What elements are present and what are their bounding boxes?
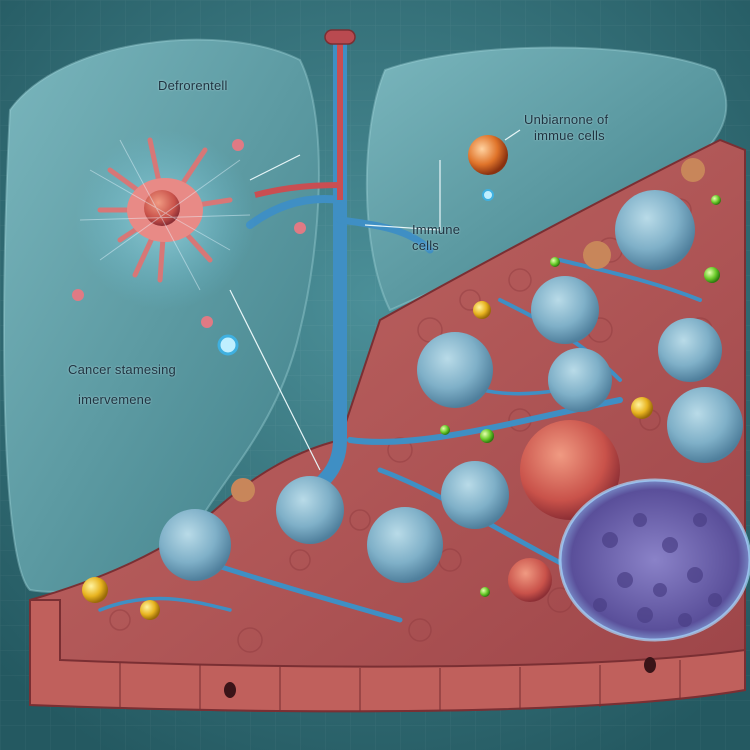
- green-particle: [704, 267, 720, 283]
- yellow-particle: [473, 301, 491, 319]
- small-pink-dot: [72, 289, 84, 301]
- yellow-particle: [140, 600, 160, 620]
- immune-cell: [159, 509, 231, 581]
- immune-cell: [658, 318, 722, 382]
- small-pink-dot: [201, 316, 213, 328]
- green-particle: [711, 195, 721, 205]
- tumor-mass: [558, 478, 750, 642]
- brown-particle: [583, 241, 611, 269]
- immune-cell: [667, 387, 743, 463]
- yellow-particle: [82, 577, 108, 603]
- label-immune-line1: Immune: [412, 222, 461, 237]
- capsule-pore: [644, 657, 656, 673]
- immune-cell: [276, 476, 344, 544]
- tissue-capsule-band: [29, 599, 746, 713]
- immune-cells: [159, 190, 743, 583]
- immune-cell: [531, 276, 599, 344]
- immune-cell: [367, 507, 443, 583]
- label-right-line2: immue cells: [534, 128, 605, 143]
- immune-cell: [441, 461, 509, 529]
- immune-cell: [417, 332, 493, 408]
- label-immune-line2: cells: [412, 238, 440, 253]
- label-top: Defrorentell: [158, 78, 228, 93]
- label-left-line1: Cancer stamesing: [68, 362, 176, 377]
- immune-cell: [615, 190, 695, 270]
- dendritic-cell: [75, 130, 255, 310]
- cancer-cell: [520, 420, 620, 520]
- hepatic-artery: [254, 182, 341, 198]
- green-particle: [480, 429, 494, 443]
- label-right-line1: Unbiarnone of: [524, 112, 609, 127]
- orange-particle: [468, 135, 508, 175]
- yellow-particle: [631, 397, 653, 419]
- brown-particle: [681, 158, 705, 182]
- cancer-cell-small: [508, 558, 552, 602]
- small-pink-dot: [232, 139, 244, 151]
- green-particle: [480, 587, 490, 597]
- capsule-pore: [224, 682, 236, 698]
- leader-lines: [229, 129, 521, 471]
- brown-particle: [231, 478, 255, 502]
- label-left-line2: imervemene: [78, 392, 152, 407]
- small-pink-dot: [294, 222, 306, 234]
- capsule-segments: [119, 660, 681, 711]
- blue-ring-particle: [217, 334, 239, 356]
- small-blue-dot: [482, 189, 494, 201]
- green-particle: [550, 257, 560, 267]
- vessel-cap: [324, 29, 356, 45]
- green-particle: [440, 425, 450, 435]
- immune-cell: [548, 348, 612, 412]
